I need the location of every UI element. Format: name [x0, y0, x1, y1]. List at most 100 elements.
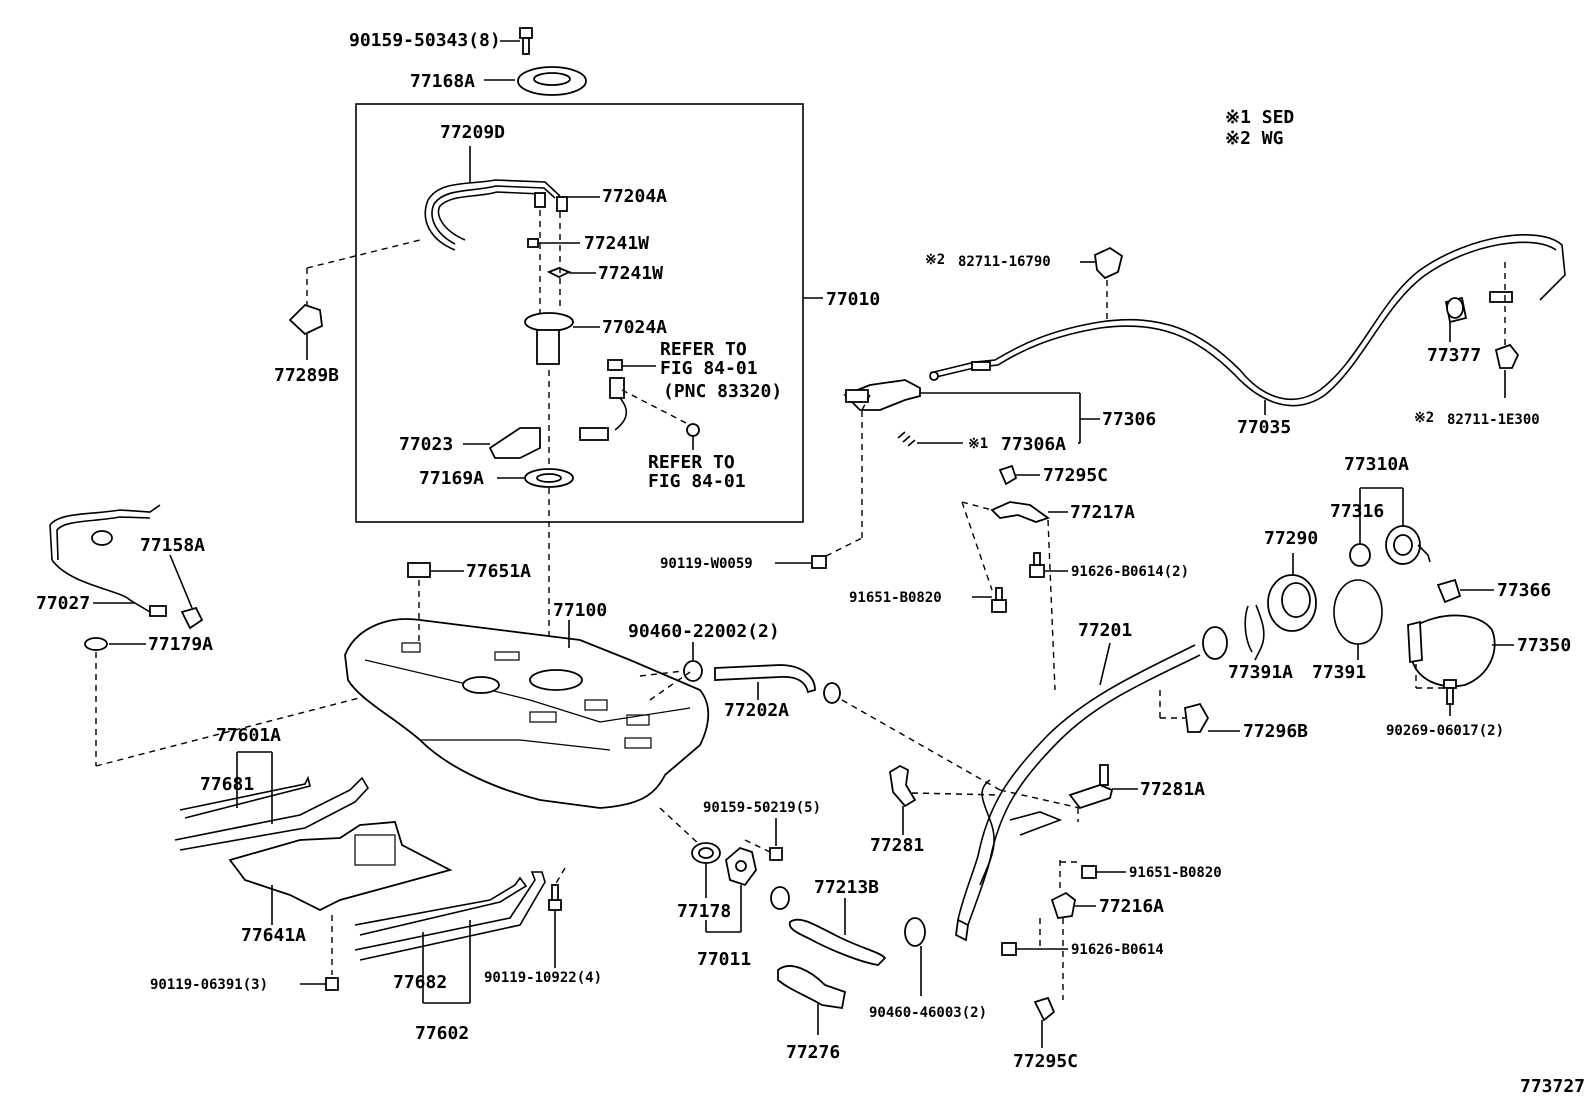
label-77201: 77201: [1078, 620, 1132, 641]
bracket-77281-part: [889, 764, 917, 808]
label-77241w-1: 77241W: [584, 233, 649, 254]
seal-77179a-part: [84, 637, 108, 651]
refer-text-1-line1: REFER TO: [660, 339, 747, 360]
label-91626-b0614: 91626-B0614: [1071, 942, 1164, 958]
label-90159-50343: 90159-50343(8): [349, 30, 501, 51]
label-77281a: 77281A: [1140, 779, 1205, 800]
label-77169a: 77169A: [419, 468, 484, 489]
clamp-90460-22002-part: [683, 660, 703, 682]
strap-77602-part: [354, 871, 546, 961]
clamp-77213b-small: [770, 886, 790, 910]
label-77290: 77290: [1264, 528, 1318, 549]
label-77601a: 77601A: [216, 725, 281, 746]
label-77010: 77010: [826, 289, 880, 310]
connector-77204a-left: [534, 192, 546, 208]
gasket-77168a-part: [517, 66, 587, 96]
bracket-77281a-part: [1068, 764, 1114, 810]
cable-77035-part: [929, 234, 1566, 407]
tube-77027-part: [49, 504, 167, 617]
gasket-77169a-part: [524, 468, 574, 488]
strap-77601a-part: [174, 776, 369, 851]
label-77276: 77276: [786, 1042, 840, 1063]
clip-77295c-top-part: [998, 464, 1018, 486]
bolt-90119-10922-part: [548, 884, 562, 911]
legend-note-wg: ※2 WG: [1225, 128, 1283, 149]
label-77241w-2: 77241W: [598, 263, 663, 284]
label-77641a: 77641A: [241, 925, 306, 946]
connector-77204a-right: [556, 196, 568, 212]
screw-90269-06017-part: [1443, 679, 1457, 705]
hinge-77366-part: [1436, 578, 1462, 604]
label-90119-06391: 90119-06391(3): [150, 977, 268, 993]
refer-text-2-line2: FIG 84-01: [648, 471, 746, 492]
fuel-door-77350-part: [1407, 614, 1496, 688]
bolt-90159-50219-part: [769, 847, 783, 861]
label-77306a-mark: ※1: [968, 436, 988, 452]
fuel-tank-77100-part: [344, 618, 710, 809]
bolt-90119-w0059-part: [811, 555, 827, 569]
filler-pipe-77201-part: [955, 626, 1228, 942]
label-77310a: 77310A: [1344, 454, 1409, 475]
label-77306a: 77306A: [1001, 434, 1066, 455]
label-77216a: 77216A: [1099, 896, 1164, 917]
hose-77202a-part: [714, 664, 816, 694]
label-82711-1e300-mark: ※2: [1414, 410, 1434, 426]
label-77289b: 77289B: [274, 365, 339, 386]
label-77391: 77391: [1312, 662, 1366, 683]
clamp-77289b-part: [288, 303, 323, 336]
ring-77391a-part: [1254, 604, 1265, 661]
refer-text-2-line1: REFER TO: [648, 452, 735, 473]
label-77100: 77100: [553, 600, 607, 621]
lever-77306-part: [843, 379, 921, 411]
clamp-90460-46003-part: [904, 917, 926, 947]
label-77168a: 77168A: [410, 71, 475, 92]
bolt-91651-b0820-2-part: [1081, 865, 1097, 879]
seal-77011-part: [725, 846, 757, 887]
fuel-pump-assembly-box: [355, 103, 804, 523]
label-77011: 77011: [697, 949, 751, 970]
bolt-90159-50343-part: [500, 27, 533, 55]
label-77350: 77350: [1517, 635, 1571, 656]
bolt-91626-b0614-2-part: [1029, 552, 1045, 578]
label-77651a: 77651A: [466, 561, 531, 582]
pad-77651a-part: [407, 562, 431, 578]
label-77296b: 77296B: [1243, 721, 1308, 742]
label-77602: 77602: [415, 1023, 469, 1044]
label-77682: 77682: [393, 972, 447, 993]
label-77213b: 77213B: [814, 877, 879, 898]
label-90460-46003: 90460-46003(2): [869, 1005, 987, 1021]
label-91626-b0614-2: 91626-B0614(2): [1071, 564, 1189, 580]
label-77027: 77027: [36, 593, 90, 614]
protector-77641a-part: [228, 821, 453, 912]
label-77217a: 77217A: [1070, 502, 1135, 523]
label-77023: 77023: [399, 434, 453, 455]
label-77178: 77178: [677, 901, 731, 922]
label-77035: 77035: [1237, 417, 1291, 438]
label-90269-06017: 90269-06017(2): [1386, 723, 1504, 739]
label-91651-b0820-1: 91651-B0820: [849, 590, 942, 606]
label-77306: 77306: [1102, 409, 1156, 430]
bolt-91651-b0820-1-part: [991, 587, 1007, 613]
label-77377: 77377: [1427, 345, 1481, 366]
clamp-77202a-side: [823, 682, 841, 704]
label-77295c-2: 77295C: [1013, 1051, 1078, 1072]
fuel-tube-77209d-part: [424, 179, 561, 251]
bolt-90119-06391-part: [325, 977, 339, 991]
strap-77681-part: [179, 775, 311, 819]
label-77158a: 77158A: [140, 535, 205, 556]
clip-77296b-part: [1184, 702, 1210, 733]
bracket-77217a-part: [990, 501, 1050, 523]
hose-77276-part: [777, 965, 847, 1010]
label-77316: 77316: [1330, 501, 1384, 522]
label-77179a: 77179A: [148, 634, 213, 655]
hose-77213b-part: [788, 918, 887, 966]
oring-77241w-2: [546, 267, 572, 279]
label-90460-22002: 90460-22002(2): [628, 621, 780, 642]
oring-77241w-1: [527, 238, 539, 248]
spring-77306a-part: [897, 431, 916, 447]
clamp-77158a-part: [180, 606, 204, 630]
cap-77310a-part: [1385, 525, 1431, 565]
grommet-77377-part: [1444, 296, 1468, 324]
label-77281: 77281: [870, 835, 924, 856]
